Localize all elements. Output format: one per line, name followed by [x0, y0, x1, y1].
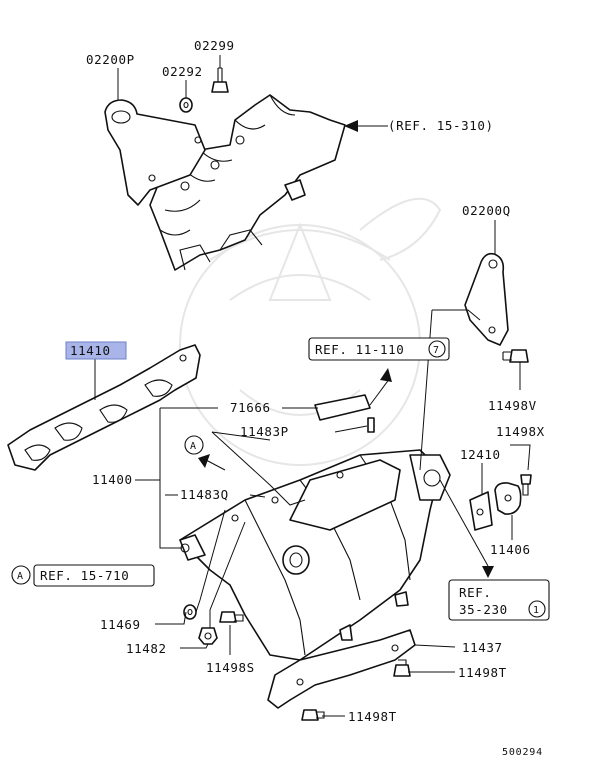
label-11498X: 11498X [496, 424, 545, 439]
label-02200P: 02200P [86, 52, 135, 67]
marker-A-bottom [11, 565, 31, 585]
bolt-11498T-upper [393, 659, 411, 677]
ref-11-110-circle [428, 340, 446, 358]
label-02292: 02292 [162, 64, 203, 79]
label-02299: 02299 [194, 38, 235, 53]
bolt-11498X [520, 474, 532, 496]
label-11410[interactable]: 11410 [70, 343, 111, 358]
bolt-11498V [502, 349, 529, 363]
label-11437: 11437 [462, 640, 503, 655]
label-12410: 12410 [460, 447, 501, 462]
ref-35-230-line2[interactable]: 35-230 [459, 602, 508, 617]
diagram-id: 500294 [502, 747, 543, 758]
pin-11483P [367, 417, 375, 433]
label-11469: 11469 [100, 617, 141, 632]
label-11483P: 11483P [240, 424, 289, 439]
ref-35-230-circle-num: 1 [533, 605, 540, 616]
emblem-71666 [314, 394, 371, 421]
ref-35-230-box[interactable] [448, 579, 550, 621]
nut-11482 [198, 627, 218, 645]
marker-A-top-text: A [190, 441, 197, 452]
label-11498T-lower: 11498T [348, 709, 397, 724]
bracket-02200Q [464, 252, 509, 346]
ref-15-710-box[interactable] [33, 564, 155, 587]
marker-A-bottom-text: A [17, 571, 24, 582]
label-11498V: 11498V [488, 398, 537, 413]
label-11400: 11400 [92, 472, 133, 487]
bracket-02200P [104, 99, 206, 206]
highlight-11410 [65, 341, 127, 360]
label-11498T-upper: 11498T [458, 665, 507, 680]
ref-35-230-circle [528, 600, 546, 618]
bolt-02299 [211, 67, 229, 93]
ref-15-710[interactable]: REF. 15-710 [40, 568, 129, 583]
ref-35-230-line1[interactable]: REF. [459, 585, 492, 600]
gasket-11410 [7, 344, 201, 471]
bolt-11498T-lower [301, 709, 325, 721]
leader-lines [94, 55, 531, 717]
arrows [198, 120, 494, 578]
washer-02292 [179, 97, 193, 113]
plate-11406 [494, 482, 522, 515]
label-11482: 11482 [126, 641, 167, 656]
label-02200Q: 02200Q [462, 203, 511, 218]
label-11498S: 11498S [206, 660, 255, 675]
ref-11-110-circle-num: 7 [433, 345, 440, 356]
label-71666: 71666 [230, 400, 271, 415]
bolt-11498S [219, 611, 244, 623]
label-11483Q: 11483Q [180, 487, 229, 502]
intake-manifold-11400 [179, 449, 451, 661]
exhaust-manifold [149, 94, 346, 271]
gasket-12410 [469, 491, 493, 531]
ref-11-110[interactable]: REF. 11-110 [315, 342, 404, 357]
marker-A-top [184, 435, 204, 455]
ref-11-110-box[interactable] [308, 337, 450, 361]
ref-15-310[interactable]: (REF. 15-310) [388, 118, 494, 133]
label-11406: 11406 [490, 542, 531, 557]
